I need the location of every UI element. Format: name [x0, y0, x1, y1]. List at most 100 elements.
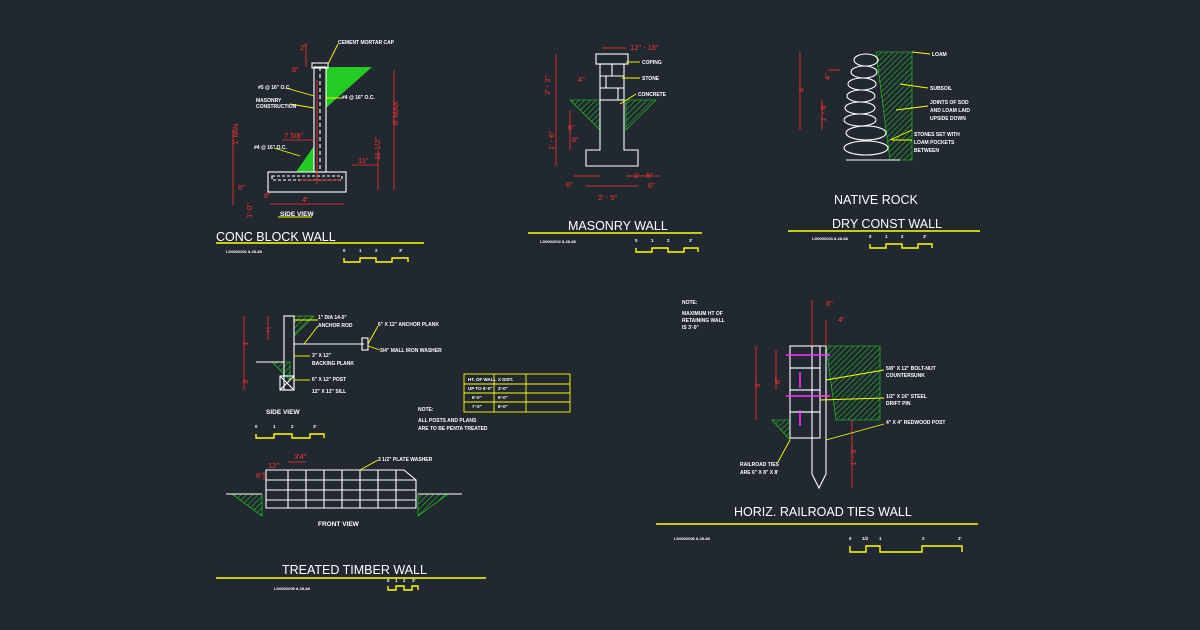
- dry-label-stones3: BETWEEN: [914, 148, 939, 154]
- conc-block-title: CONC BLOCK WALL: [216, 230, 336, 244]
- scale-bar-conc: 0 1 2 3': [343, 248, 409, 263]
- masonry-label-concrete: CONCRETE: [638, 92, 667, 98]
- table-cell: 5'-0": [498, 395, 508, 400]
- scale-tick: 2: [375, 248, 378, 253]
- timber-dimension-table: HT. OF WALL X DIST. UP TO 5'-0" 3'-0" 6'…: [463, 373, 571, 413]
- conc-label-rebar-top: #5 @ 16" O.C.: [258, 85, 291, 91]
- dry-dim-d1: 4': [797, 86, 806, 92]
- dry-label-subsoil: SUBSOIL: [930, 86, 952, 92]
- timber-label-l8: 12" X 12" SILL: [312, 389, 346, 395]
- scale-tick: 2: [901, 234, 904, 239]
- scale-bar-masonry: 0 1 2 3': [635, 238, 699, 253]
- dry-label-joints1: JOINTS OF SOD: [930, 100, 969, 106]
- masonry-dim-top: 12" - 16": [630, 43, 659, 52]
- masonry-dim-d5: 6": [572, 135, 579, 144]
- scale-tick: 3': [412, 578, 416, 583]
- timber-dim-s2: 1': [241, 340, 250, 346]
- table-cell: 6'-0": [498, 404, 508, 409]
- conc-dim-d5: 11 1/2": [373, 137, 382, 160]
- masonry-dim-d2: 4": [578, 75, 585, 84]
- timber-dim-s1: 1': [266, 325, 272, 334]
- scale-tick: 1: [885, 234, 888, 239]
- railroad-ref: LD0002006 8-28-88: [674, 536, 711, 541]
- scale-tick: 3': [313, 424, 317, 429]
- table-header-height: HT. OF WALL: [468, 377, 496, 382]
- conc-label-rebar-mid: #4 @ 16" O.C.: [342, 95, 375, 101]
- masonry-label-stone: STONE: [642, 76, 660, 82]
- railroad-dim-d2: 4": [838, 315, 845, 324]
- scale-tick: 3': [689, 238, 693, 243]
- scale-tick: 2: [403, 578, 406, 583]
- masonry-title: MASONRY WALL: [568, 219, 668, 233]
- table-cell: UP TO 5'-0": [468, 386, 493, 391]
- conc-dim-d7: 1' MIN: [231, 124, 240, 145]
- conc-block-wall-detail: CEMENT MORTAR CAP #5 @ 16" O.C. MASONRY …: [216, 40, 424, 254]
- conc-dim-d11: 1'-0": [245, 203, 254, 218]
- dry-title-native-rock: NATIVE ROCK: [834, 193, 918, 207]
- scale-tick: 3': [923, 234, 927, 239]
- railroad-title: HORIZ. RAILROAD TIES WALL: [734, 505, 912, 519]
- scale-tick: 2: [667, 238, 670, 243]
- scale-tick: 2: [922, 536, 925, 541]
- railroad-dim-d5: 1' - 9": [849, 447, 858, 466]
- timber-side-view-label: SIDE VIEW: [266, 409, 300, 416]
- railroad-note-title: NOTE:: [682, 300, 698, 306]
- timber-front-view-label: FRONT VIEW: [318, 521, 360, 528]
- masonry-ref: LD0002002 8-28-88: [540, 239, 577, 244]
- table-cell: 6'-0": [472, 395, 482, 400]
- timber-dim-f2: 12": [268, 461, 279, 470]
- scale-tick: 0: [387, 578, 390, 583]
- timber-label-l4: 3/4" MALL IRON WASHER: [380, 348, 442, 354]
- dry-label-joints3: UPSIDE DOWN: [930, 116, 966, 122]
- conc-label-cap: CEMENT MORTAR CAP: [338, 40, 395, 46]
- scale-tick: 0: [635, 238, 638, 243]
- timber-label-l1: 1" DIA 14-0": [318, 315, 347, 321]
- scale-tick: 2: [291, 424, 294, 429]
- timber-title: TREATED TIMBER WALL: [282, 563, 427, 577]
- timber-label-l6: BACKING PLANK: [312, 361, 354, 367]
- conc-dim-d9: 4": [302, 195, 309, 204]
- scale-bar-dry: 0 1 2 3': [869, 234, 933, 249]
- conc-label-masonry: MASONRY: [256, 98, 282, 104]
- timber-dim-s3: 3': [241, 378, 250, 384]
- timber-label-l5: 3" X 12": [312, 353, 332, 359]
- timber-label-plate: 3 1/2" PLATE WASHER: [378, 457, 433, 463]
- conc-side-view-label: SIDE VIEW: [280, 211, 314, 218]
- scale-bar-timber: 0 1 2 3': [387, 578, 419, 591]
- railroad-label-bolt1: 5/8" X 12" BOLT-NUT: [886, 366, 936, 372]
- table-header-xdist: X DIST.: [498, 377, 513, 382]
- scale-tick: 0: [849, 536, 852, 541]
- railroad-wall-detail: NOTE: MAXIMUM HT OF RETAINING WALL IS 3'…: [656, 299, 978, 541]
- scale-tick: 3': [958, 536, 962, 541]
- conc-dim-d6: 6' MAX: [391, 101, 400, 125]
- masonry-dim-d6: 6": [566, 180, 573, 189]
- railroad-dim-d1: 8": [826, 299, 833, 308]
- timber-ref: LD0002005 8-28-88: [274, 586, 311, 591]
- scale-tick: 1: [651, 238, 654, 243]
- scale-tick: 3': [399, 248, 403, 253]
- conc-dim-d8: 6": [238, 183, 245, 192]
- masonry-dim-d1: 2' - 3": [543, 76, 552, 95]
- timber-dim-f3: 6": [256, 471, 263, 480]
- conc-dim-d2: 7 5/8": [284, 131, 304, 140]
- scale-tick: 1: [879, 536, 882, 541]
- timber-note-title: NOTE:: [418, 407, 434, 413]
- dry-const-wall-detail: 4' 1' - 6" 4" LOAM SUBSOIL JOINTS OF SOD…: [788, 51, 980, 241]
- scale-tick: 0: [343, 248, 346, 253]
- timber-note-line2: ARE TO BE PENTA TREATED: [418, 426, 488, 432]
- dry-label-loam: LOAM: [932, 52, 947, 58]
- dry-label-stones2: LOAM POCKETS: [914, 140, 955, 146]
- timber-dim-f1: 3'4": [294, 452, 307, 461]
- railroad-label-ties1: RAILROAD TIES: [740, 462, 780, 468]
- scale-tick: 0: [255, 424, 258, 429]
- conc-dim-d4: 11": [358, 156, 369, 165]
- masonry-dim-d9: 2' - 5": [598, 193, 617, 202]
- railroad-label-pin1: 1/2" X 16" STEEL: [886, 394, 927, 400]
- scale-tick: 0: [869, 234, 872, 239]
- dry-label-stones1: STONES SET WITH: [914, 132, 960, 138]
- scale-tick: 1: [273, 424, 276, 429]
- timber-label-l7: 6" X 12" POST: [312, 377, 346, 383]
- dry-dim-d3: 4": [823, 73, 832, 80]
- dry-stone-stack: [843, 53, 889, 156]
